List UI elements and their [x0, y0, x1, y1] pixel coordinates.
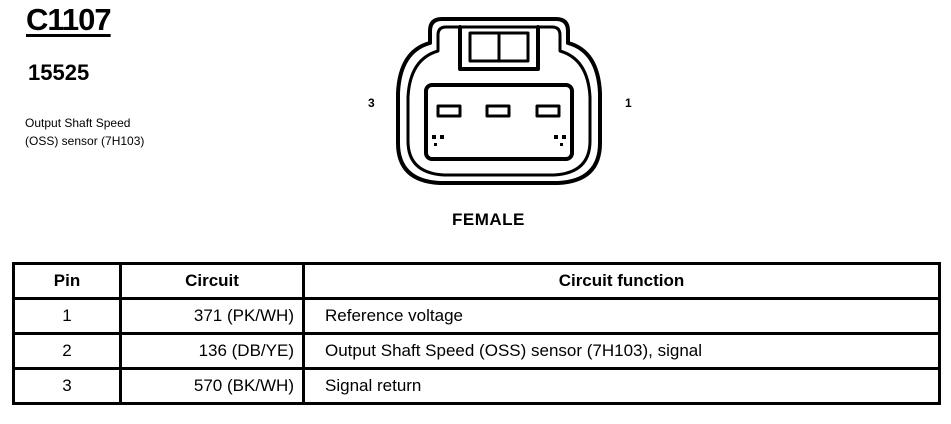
- part-number: 15525: [28, 60, 90, 85]
- locking-tab-inner: [468, 31, 530, 63]
- table-row: 3 570 (BK/WH) Signal return: [12, 367, 941, 405]
- connector-housing-inner: [406, 25, 592, 177]
- cell-pin: 2: [12, 332, 122, 370]
- cell-circuit: 371 (PK/WH): [119, 297, 305, 335]
- connector-housing-outline: [396, 17, 602, 185]
- locking-tab: [458, 25, 540, 71]
- cell-pin: 3: [12, 367, 122, 405]
- terminal-1: [535, 104, 561, 118]
- connector-gender-label: FEMALE: [452, 210, 525, 229]
- table-header-row: Pin Circuit Circuit function: [12, 262, 941, 300]
- header-circuit-function: Circuit function: [302, 262, 941, 300]
- pin-label-right: 1: [625, 96, 632, 110]
- cell-circuit: 136 (DB/YE): [119, 332, 305, 370]
- table-row: 2 136 (DB/YE) Output Shaft Speed (OSS) s…: [12, 332, 941, 370]
- terminal-2: [485, 104, 511, 118]
- table-row: 1 371 (PK/WH) Reference voltage: [12, 297, 941, 335]
- connector-id: C1107: [26, 2, 112, 37]
- terminal-cavity: [424, 83, 574, 161]
- connector-face-diagram: [396, 17, 602, 185]
- pin-label-left: 3: [368, 96, 375, 110]
- cell-pin: 1: [12, 297, 122, 335]
- cell-function: Reference voltage: [302, 297, 941, 335]
- cell-function: Output Shaft Speed (OSS) sensor (7H103),…: [302, 332, 941, 370]
- cell-function: Signal return: [302, 367, 941, 405]
- header-circuit: Circuit: [119, 262, 305, 300]
- terminal-3: [436, 104, 462, 118]
- header-pin: Pin: [12, 262, 122, 300]
- component-description: Output Shaft Speed (OSS) sensor (7H103): [25, 116, 145, 148]
- pinout-table: Pin Circuit Circuit function 1 371 (PK/W…: [12, 262, 941, 405]
- cell-circuit: 570 (BK/WH): [119, 367, 305, 405]
